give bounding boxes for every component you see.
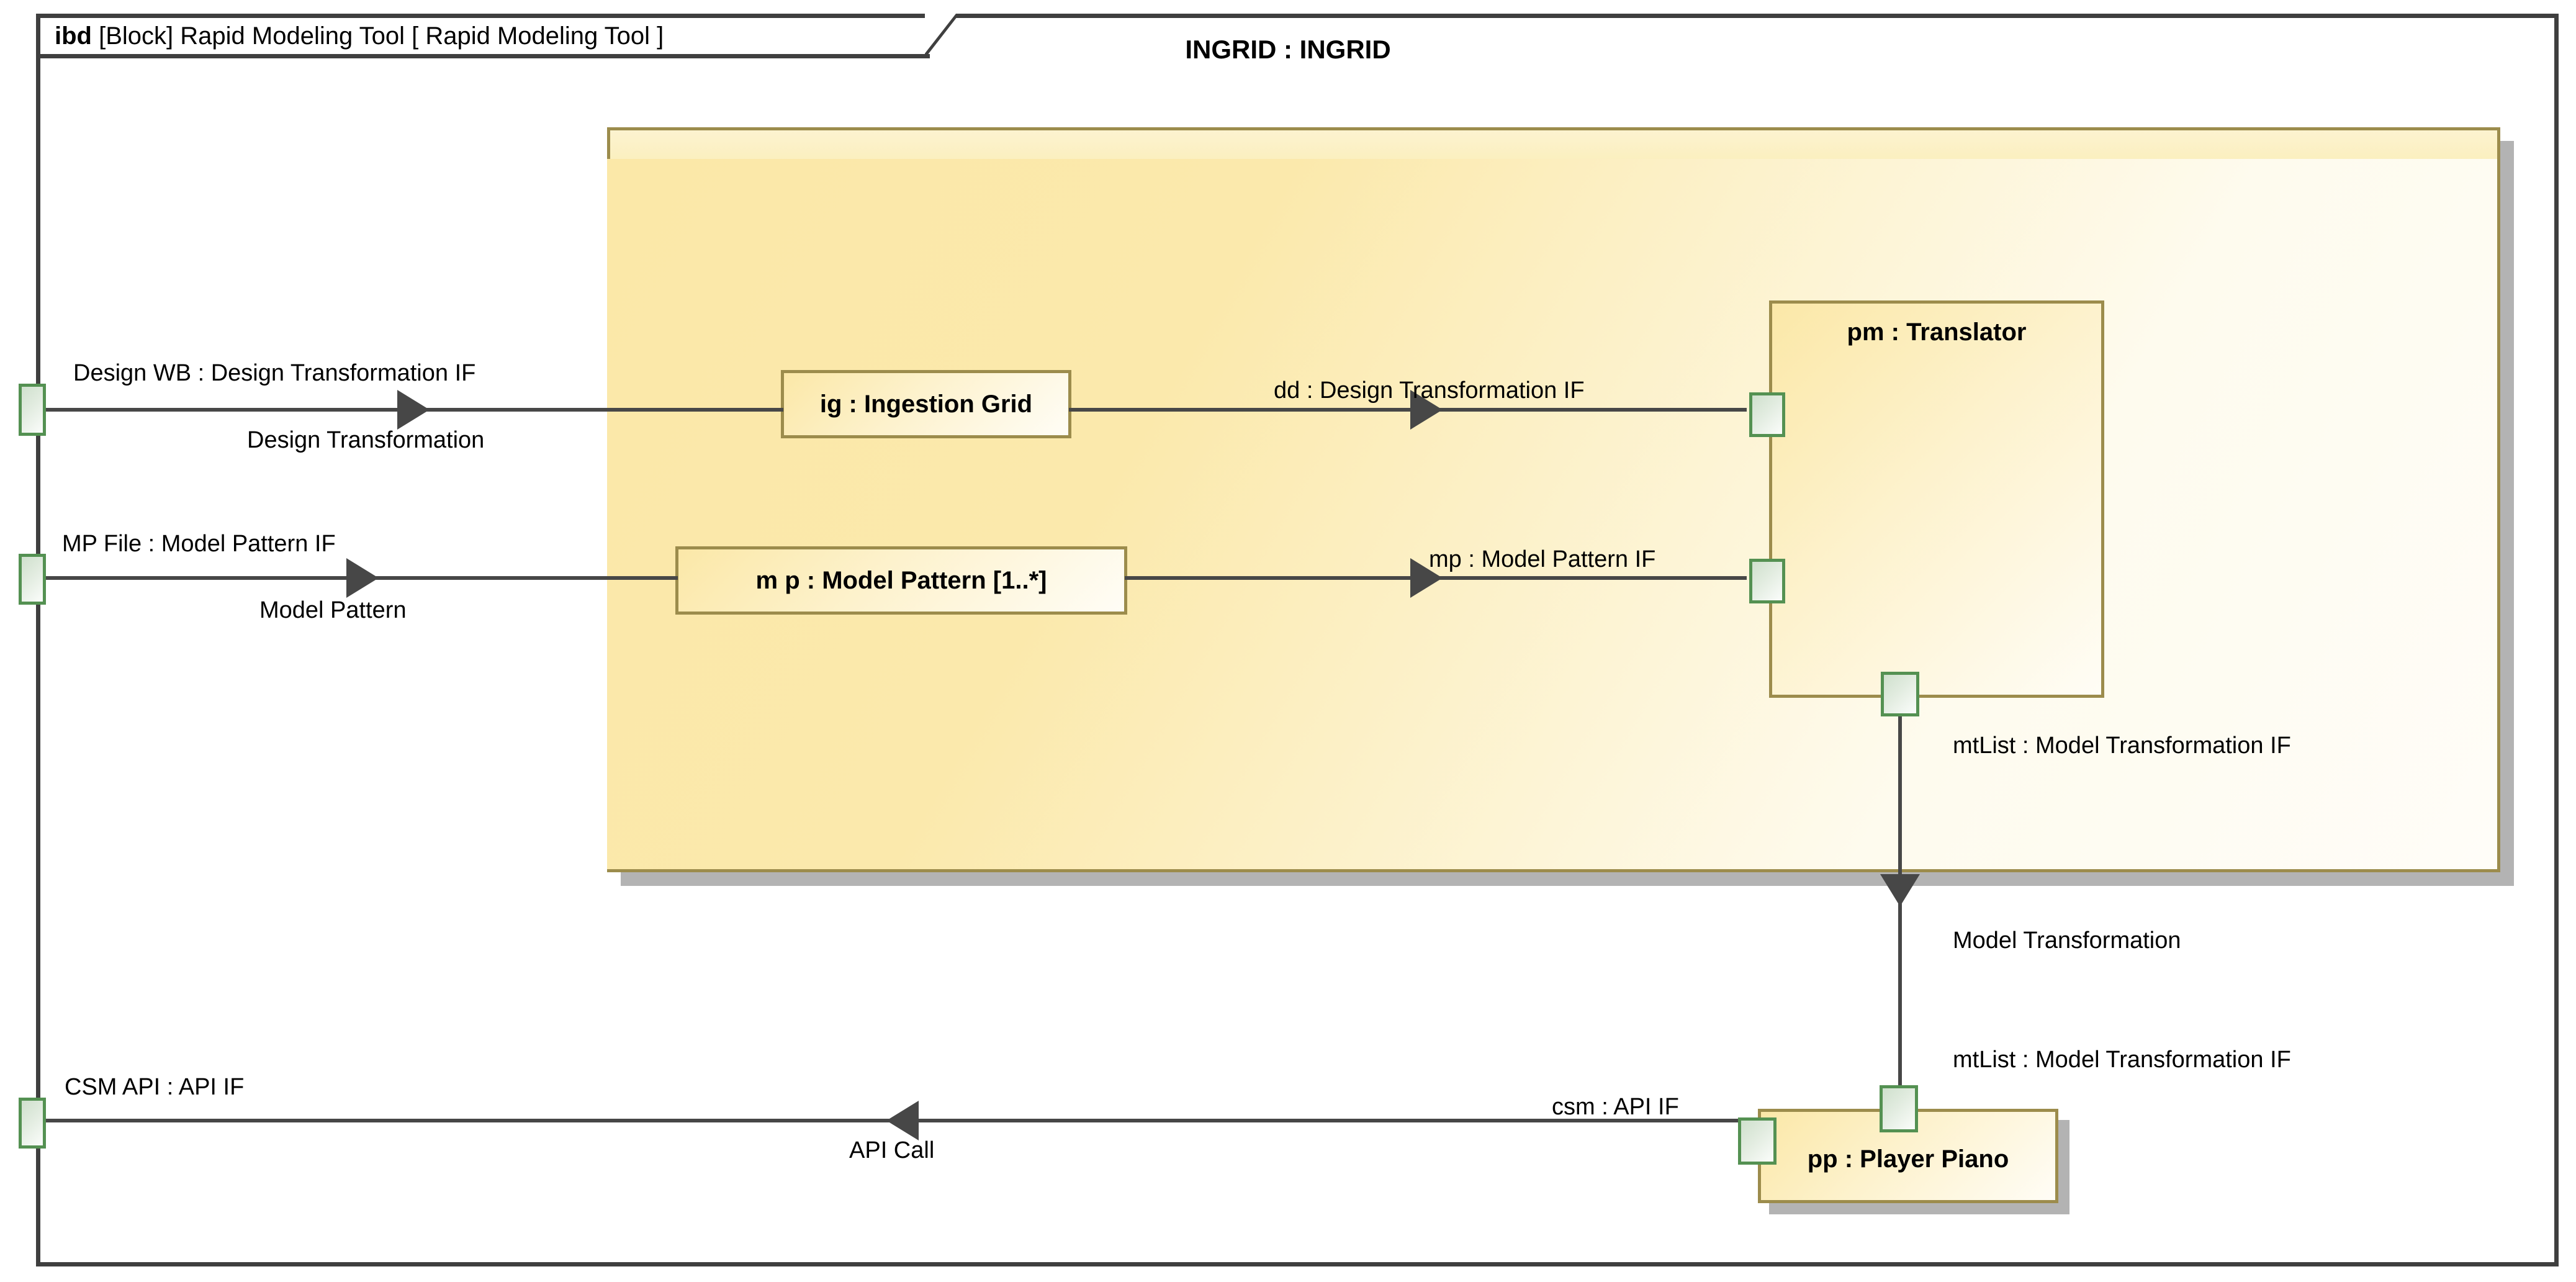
flow-label-design-transformation: Design Transformation [247,427,485,453]
diagram-frame-tab-notch-inner [925,14,956,53]
port-label-mp-file: MP File : Model Pattern IF [62,531,336,557]
port-label-mtlist-source: mtList : Model Transformation IF [1953,733,2291,759]
connector-model-transformation-arrow-icon [1880,874,1920,906]
connector-model-transformation-line[interactable] [1898,715,1902,1110]
model-pattern-block[interactable]: m p : Model Pattern [1..*] [675,546,1127,615]
translator-block[interactable]: pm : Translator [1769,300,2104,698]
ingrid-title: INGRID : INGRID [1185,35,1391,64]
translator-label: pm : Translator [1847,318,2027,346]
port-label-csm-api: CSM API : API IF [65,1074,245,1100]
port-label-dd: dd : Design Transformation IF [1274,377,1585,404]
port-label-mp-if: mp : Model Pattern IF [1429,546,1656,572]
port-design-wb[interactable] [19,384,46,436]
connector-design-transformation-arrow-icon [397,390,430,430]
port-mtlist-translator[interactable] [1881,672,1919,716]
connector-mp-if-arrow-icon [1410,558,1443,598]
connector-api-call-arrow-icon [886,1101,919,1140]
port-mtlist-player-piano[interactable] [1880,1085,1918,1132]
connector-model-pattern-arrow-icon [346,558,379,598]
port-mp-if-translator[interactable] [1749,559,1785,603]
diagram-kind-label: ibd [55,22,92,50]
port-mp-file[interactable] [19,554,46,605]
connector-dd-line[interactable] [1069,408,1747,412]
ingrid-header-band [610,130,2497,164]
flow-label-model-pattern: Model Pattern [259,597,407,623]
flow-label-model-transformation: Model Transformation [1953,928,2181,954]
port-label-csm: csm : API IF [1552,1094,1679,1120]
port-label-design-wb: Design WB : Design Transformation IF [73,360,476,386]
ingrid-body-region [607,159,2497,869]
ingestion-grid-label: ig : Ingestion Grid [819,390,1033,418]
port-dd-translator[interactable] [1749,392,1785,437]
diagram-frame-tab [36,14,930,58]
flow-label-api-call: API Call [849,1137,935,1163]
model-pattern-label: m p : Model Pattern [1..*] [755,567,1047,594]
port-csm-player-piano[interactable] [1738,1117,1777,1165]
port-csm-api[interactable] [19,1098,46,1149]
player-piano-label: pp : Player Piano [1807,1145,2009,1173]
diagram-title-label: [Block] Rapid Modeling Tool [ Rapid Mode… [99,22,664,50]
ingestion-grid-block[interactable]: ig : Ingestion Grid [781,370,1071,438]
diagram-frame-label: ibd [Block] Rapid Modeling Tool [ Rapid … [55,19,664,53]
diagram-frame [36,14,2559,1266]
port-label-mtlist-target: mtList : Model Transformation IF [1953,1047,2291,1073]
connector-dd-arrow-icon [1410,390,1443,430]
